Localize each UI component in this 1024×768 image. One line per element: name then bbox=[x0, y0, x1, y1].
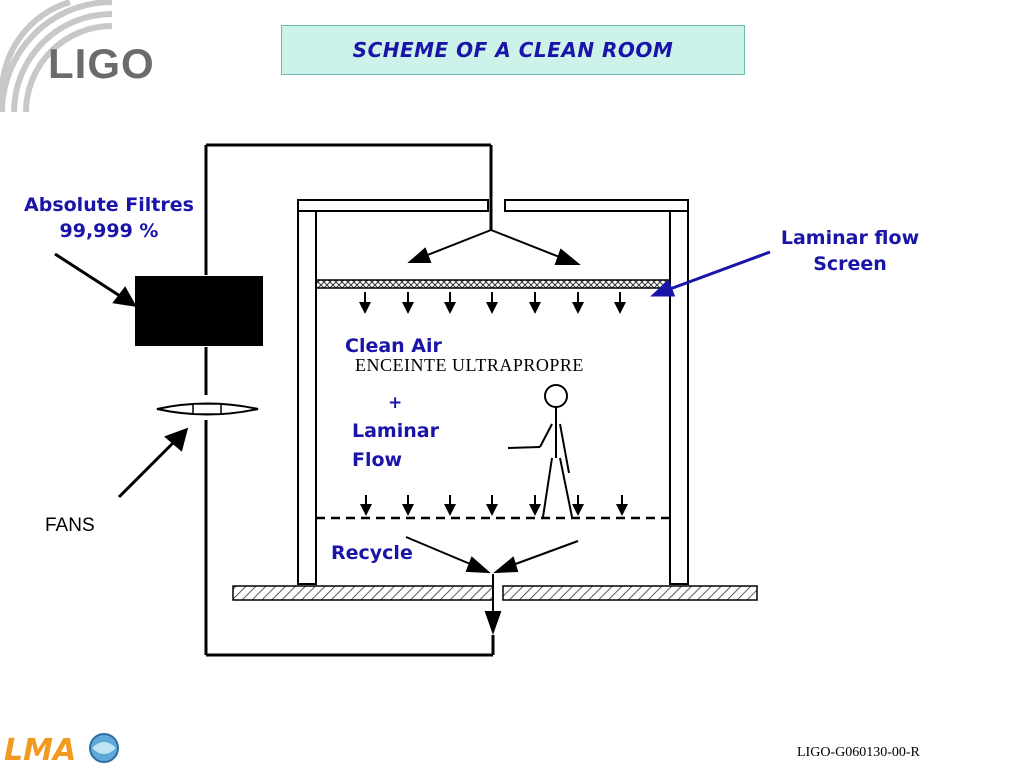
return-arrow-head bbox=[444, 504, 456, 516]
clean-air-label: Clean Air bbox=[345, 335, 442, 357]
absolute-filtres-label: Absolute Filtres 99,999 % bbox=[12, 192, 206, 244]
plus-sign: + bbox=[388, 393, 403, 413]
return-arrow-head bbox=[616, 504, 628, 516]
laminar-flow-screen-label: Laminar flow Screen bbox=[770, 225, 930, 277]
recycle-label: Recycle bbox=[331, 542, 413, 564]
pointer-arrow-screen bbox=[650, 250, 771, 297]
enceinte-label: ENCEINTE ULTRAPROPRE bbox=[355, 355, 584, 375]
lma-logo-text: LMA bbox=[4, 733, 76, 768]
downflow-arrow-head bbox=[402, 302, 414, 314]
downflow-arrows-bottom bbox=[360, 495, 628, 516]
laminar-flow-line1: Laminar bbox=[352, 420, 439, 442]
recycle-arrows bbox=[405, 536, 579, 636]
downflow-arrow-head bbox=[444, 302, 456, 314]
laminar-flow-screen bbox=[315, 279, 671, 289]
downflow-arrow-head bbox=[529, 302, 541, 314]
floor-right bbox=[502, 585, 758, 601]
air-duct-loop bbox=[204, 143, 495, 657]
page-title: SCHEME OF A CLEAN ROOM bbox=[352, 38, 674, 62]
return-arrow-head bbox=[572, 504, 584, 516]
room-walls bbox=[297, 199, 689, 585]
laminar-screen-line1: Laminar flow bbox=[780, 227, 920, 249]
downflow-arrow-head bbox=[486, 302, 498, 314]
downflow-arrow-head bbox=[572, 302, 584, 314]
downflow-arrow-head bbox=[614, 302, 626, 314]
absolute-filter-block bbox=[135, 276, 263, 346]
return-arrow-head bbox=[402, 504, 414, 516]
supply-split-arrows bbox=[407, 229, 581, 265]
downflow-arrow-head bbox=[359, 302, 371, 314]
ligo-logo-text: LIGO bbox=[48, 40, 155, 87]
downflow-arrows-top bbox=[359, 292, 626, 314]
ligo-logo bbox=[0, 0, 113, 113]
return-arrow-head bbox=[360, 504, 372, 516]
laminar-screen-line2: Screen bbox=[813, 253, 887, 275]
lma-logo: LMA bbox=[4, 733, 119, 768]
pointer-arrow-fans bbox=[117, 427, 189, 499]
laminar-flow-label: Laminar Flow bbox=[352, 417, 439, 475]
document-code: LIGO-G060130-00-R bbox=[797, 745, 920, 760]
pointer-arrow-filters bbox=[54, 252, 137, 307]
absolute-filtres-title: Absolute Filtres bbox=[24, 194, 194, 216]
stick-figure-person bbox=[507, 384, 573, 518]
title-box: SCHEME OF A CLEAN ROOM bbox=[281, 25, 745, 75]
return-arrow-head bbox=[486, 504, 498, 516]
absolute-filtres-efficiency: 99,999 % bbox=[59, 220, 159, 242]
return-arrow-head bbox=[529, 504, 541, 516]
laminar-flow-line2: Flow bbox=[352, 449, 403, 471]
floor-left bbox=[232, 585, 494, 601]
fans-label: FANS bbox=[45, 515, 95, 536]
